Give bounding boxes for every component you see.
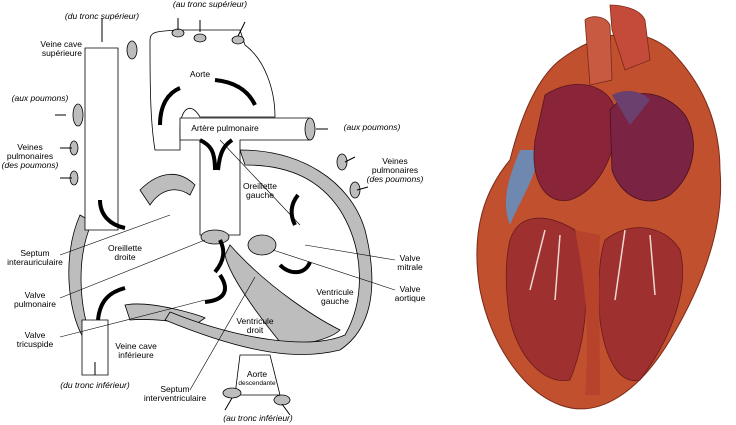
label-septum-interventriculaire-2: interventriculaire xyxy=(144,393,207,403)
label-valve-mitrale-2: mitrale xyxy=(397,262,423,272)
aorta-arch xyxy=(149,29,276,151)
label-artere-pulmonaire: Artère pulmonaire xyxy=(191,123,259,133)
leader-lines xyxy=(59,139,396,391)
label-veine-cave-superieure-2: supérieure xyxy=(42,48,82,58)
diagram-labels: (au tronc supérieur) (du tronc supérieur… xyxy=(2,0,426,423)
label-oreillette-droite-1: Oreillette xyxy=(108,243,142,253)
label-valve-pulmonaire-2: pulmonaire xyxy=(14,299,56,309)
label-valve-aortique-1: Valve xyxy=(400,284,421,294)
label-aorte-descendante-1: Aorte xyxy=(247,369,268,379)
flow-arrows xyxy=(55,18,369,416)
label-veine-cave-superieure-1: Veine cave xyxy=(40,39,82,49)
label-valve-pulmonaire-1: Valve xyxy=(25,290,46,300)
interatrial-septum-wall xyxy=(139,173,196,206)
label-oreillette-gauche-1: Oreillette xyxy=(243,181,277,191)
label-aux-poumons-right: (aux poumons) xyxy=(344,122,401,132)
label-aorte: Aorte xyxy=(190,69,211,79)
label-septum-interventriculaire-1: Septum xyxy=(160,384,189,394)
label-valve-tricuspide-1: Valve xyxy=(25,330,46,340)
label-veines-pulmonaires-left-1: Veines xyxy=(17,142,43,152)
label-aorte-descendante-2: descendante xyxy=(238,380,276,387)
label-du-tronc-superieur: (du tronc supérieur) xyxy=(65,11,139,21)
label-valve-mitrale-1: Valve xyxy=(400,253,421,263)
label-ventricule-droit-2: droit xyxy=(247,325,264,335)
label-au-tronc-superieur: (au tronc supérieur) xyxy=(173,0,247,9)
label-veines-pulmonaires-left-3: (des poumons) xyxy=(2,160,59,170)
left-ventricle-wall xyxy=(164,149,373,355)
label-du-tronc-inferieur: (du tronc inférieur) xyxy=(60,380,130,390)
label-veine-cave-inferieure-1: Veine cave xyxy=(115,341,157,351)
superior-vena-cava xyxy=(84,47,119,231)
anatomical-heart-illustration xyxy=(476,4,722,410)
label-septum-interauriculaire-2: interauriculaire xyxy=(7,257,63,267)
label-veines-pulmonaires-left-2: pulmonaires xyxy=(7,151,53,161)
label-veine-cave-inferieure-2: inférieure xyxy=(118,350,154,360)
label-valve-tricuspide-2: tricuspide xyxy=(17,339,54,349)
label-aux-poumons-left: (aux poumons) xyxy=(12,93,69,103)
label-veines-pulmonaires-right-2: pulmonaires xyxy=(372,165,418,175)
label-ventricule-droit-1: Ventricule xyxy=(236,316,274,326)
label-veines-pulmonaires-right-1: Veines xyxy=(382,156,408,166)
label-au-tronc-inferieur: (au tronc inférieur) xyxy=(223,413,293,423)
schematic-heart xyxy=(68,28,373,406)
label-veines-pulmonaires-right-3: (des poumons) xyxy=(367,174,424,184)
label-oreillette-droite-2: droite xyxy=(114,252,136,262)
label-ventricule-gauche-1: Ventricule xyxy=(316,287,354,297)
label-valve-aortique-2: aortique xyxy=(395,293,426,303)
label-ventricule-gauche-2: gauche xyxy=(321,296,349,306)
label-oreillette-gauche-2: gauche xyxy=(246,190,274,200)
label-septum-interauriculaire-1: Septum xyxy=(20,248,49,258)
